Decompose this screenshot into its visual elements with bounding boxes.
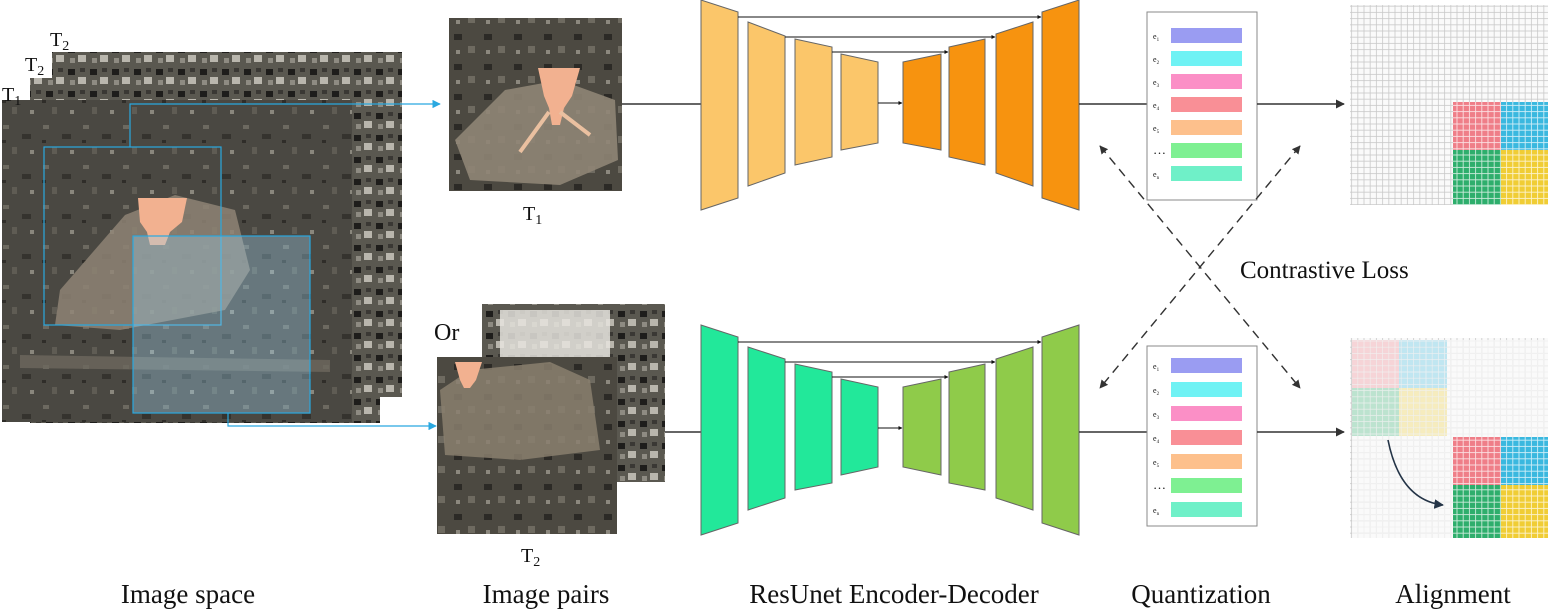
caption-alignment: Alignment bbox=[1395, 579, 1511, 609]
pair-label-t2: T2 bbox=[521, 545, 540, 570]
or-label: Or bbox=[434, 320, 459, 346]
encoder-block-bottom-1 bbox=[700, 324, 739, 536]
codebook-top-swatch-3 bbox=[1171, 97, 1242, 112]
codebook-bottom-swatch-3 bbox=[1171, 430, 1242, 445]
codebook-top-label-5: … bbox=[1153, 142, 1166, 157]
time-label-t2-back: T2 bbox=[50, 29, 69, 54]
pair-t2-terminal bbox=[455, 362, 482, 388]
codebook-bottom-swatch-1 bbox=[1171, 382, 1242, 397]
codebook-top-swatch-5 bbox=[1171, 143, 1242, 158]
decoder-block-bottom-4 bbox=[1041, 324, 1080, 536]
contrastive-cross: Contrastive Loss bbox=[1099, 145, 1409, 389]
image-pairs: T1 Or T2 bbox=[434, 18, 665, 570]
codebook-bottom-label-3: e4 bbox=[1153, 434, 1160, 445]
codebook-bottom-label-5: … bbox=[1153, 477, 1166, 492]
encoder-decoder-top bbox=[622, 0, 1147, 211]
codebook-top-label-4: e5 bbox=[1153, 124, 1160, 135]
encoder-block-bottom-3 bbox=[794, 363, 833, 491]
encoder-block-bottom-2 bbox=[747, 346, 786, 511]
connector-t2 bbox=[227, 413, 437, 431]
caption-image-pairs: Image pairs bbox=[483, 579, 610, 609]
codebook-bottom-swatch-6 bbox=[1171, 502, 1242, 517]
codebook-top-label-3: e4 bbox=[1153, 101, 1160, 112]
image-space-stack: T2 T2 T1 bbox=[2, 29, 441, 431]
pair-t1-wings bbox=[518, 110, 592, 154]
caption-image-space: Image space bbox=[121, 579, 255, 609]
runway bbox=[20, 355, 330, 372]
decoder-block-bottom-1 bbox=[902, 378, 942, 476]
contrastive-loss-label: Contrastive Loss bbox=[1240, 257, 1409, 284]
codebook-top-swatch-6 bbox=[1171, 166, 1242, 181]
codebook-top-label-2: e3 bbox=[1153, 78, 1160, 89]
decoder-block-top-2 bbox=[948, 38, 986, 166]
codebook-top-swatch-4 bbox=[1171, 120, 1242, 135]
codebook-top-swatch-0 bbox=[1171, 28, 1242, 43]
codebook-top-label-1: e2 bbox=[1153, 55, 1160, 66]
decoder-block-top-1 bbox=[902, 53, 942, 151]
codebook-bottom-label-6: en bbox=[1153, 506, 1160, 517]
caption-quantization: Quantization bbox=[1131, 579, 1271, 609]
airport-area bbox=[55, 195, 250, 330]
codebook-bottom-swatch-2 bbox=[1171, 406, 1242, 421]
caption-encoder-decoder: ResUnet Encoder-Decoder bbox=[749, 579, 1039, 609]
decoder-block-bottom-3 bbox=[995, 346, 1034, 511]
time-label-t2-middle: T2 bbox=[25, 54, 44, 79]
decoder-block-top-3 bbox=[995, 21, 1034, 187]
contrastive-arrow-2 bbox=[1099, 145, 1301, 389]
encoder-block-top-2 bbox=[747, 21, 786, 187]
codebook-bottom-swatch-4 bbox=[1171, 454, 1242, 469]
codebook-bottom-label-1: e2 bbox=[1153, 386, 1160, 397]
crop-box-t2 bbox=[132, 235, 311, 414]
decoder-block-bottom-2 bbox=[948, 363, 986, 491]
align-top-cells-overlay bbox=[1453, 102, 1548, 205]
encoder-block-top-3 bbox=[794, 38, 833, 166]
time-label-t1-front: T1 bbox=[2, 84, 21, 109]
alignment-shift-arrow bbox=[1387, 439, 1444, 509]
alignment-bottom bbox=[1350, 338, 1548, 538]
encoder-block-top-1 bbox=[700, 0, 739, 211]
codebook-bottom-label-4: e5 bbox=[1153, 458, 1160, 469]
codebook-bottom-label-2: e3 bbox=[1153, 410, 1160, 421]
pair-clouds bbox=[500, 310, 610, 360]
codebook-bottom-swatch-5 bbox=[1171, 478, 1242, 493]
encoder-block-top-4 bbox=[840, 53, 879, 151]
codebook-bottom-swatch-0 bbox=[1171, 358, 1242, 373]
align-bottom-cells-overlay bbox=[1352, 340, 1548, 538]
codebook-top-swatch-2 bbox=[1171, 74, 1242, 89]
pair-label-t1: T1 bbox=[523, 203, 542, 228]
pair-t1-terminal bbox=[538, 68, 580, 125]
decoder-block-top-4 bbox=[1041, 0, 1080, 211]
codebook-top-swatch-1 bbox=[1171, 51, 1242, 66]
encoder-block-bottom-4 bbox=[840, 378, 879, 476]
encoder-decoder-bottom bbox=[665, 324, 1147, 536]
alignment-top bbox=[1350, 5, 1548, 205]
pair-t2-airport bbox=[440, 362, 600, 460]
terminal-highlight bbox=[138, 198, 187, 245]
codebook-top-label-0: e1 bbox=[1153, 32, 1160, 43]
connector-t1 bbox=[129, 99, 441, 147]
